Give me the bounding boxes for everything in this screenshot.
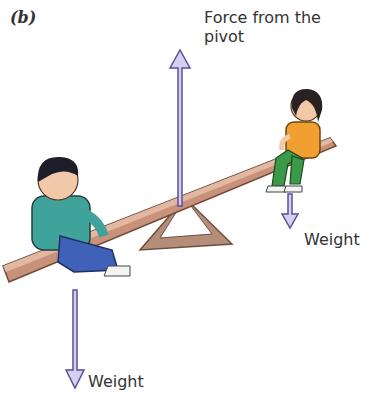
- weight-arrow: [66, 290, 84, 388]
- weight-label: Weight: [304, 230, 360, 249]
- seesaw-plank: [3, 138, 336, 282]
- panel-label: (b): [10, 8, 36, 27]
- weight-label: Weight: [88, 372, 144, 391]
- boy-figure: [32, 157, 130, 276]
- force-label: Force from the pivot: [204, 8, 324, 46]
- plank-top: [3, 138, 333, 272]
- weight-arrow: [282, 194, 298, 228]
- force-arrow: [170, 50, 190, 206]
- girl-figure: [266, 89, 322, 192]
